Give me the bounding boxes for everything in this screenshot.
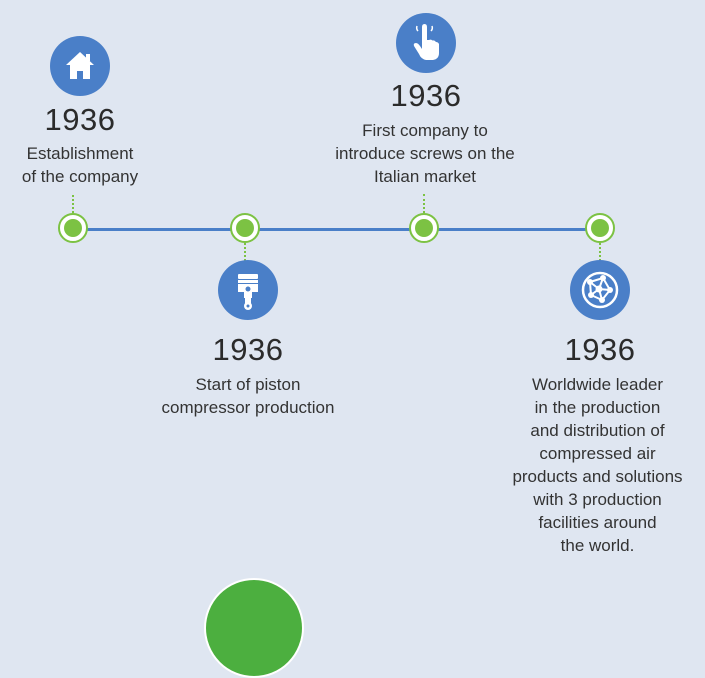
- timeline-diagram: 1936 Establishment of the company 1936 S…: [0, 13, 705, 678]
- timeline-node: [585, 213, 615, 243]
- description-line: and distribution of: [530, 421, 665, 440]
- milestone-2-description: Start of piston compressor production: [140, 373, 356, 419]
- description-line: facilities around: [538, 513, 657, 532]
- connector: [423, 194, 425, 213]
- globe-network-icon: [570, 260, 630, 320]
- milestone-4-description: Worldwide leader in the production and d…: [490, 373, 705, 557]
- connector: [599, 243, 601, 261]
- piston-icon: [218, 260, 278, 320]
- description-line: First company to: [362, 121, 488, 140]
- description-line: Italian market: [373, 167, 477, 186]
- description-line: the world.: [560, 536, 635, 555]
- milestone-1-description: Establishment of the company: [0, 142, 160, 188]
- node-dot: [415, 219, 433, 237]
- milestone-1-year: 1936: [44, 102, 116, 137]
- node-dot: [591, 219, 609, 237]
- timeline-line: [75, 228, 600, 231]
- description-line: Establishment: [26, 144, 134, 163]
- description-line: of the company: [21, 167, 139, 186]
- green-globe-icon: [204, 578, 304, 678]
- timeline-node: [230, 213, 260, 243]
- description-line: Start of piston: [195, 375, 301, 394]
- description-line: Worldwide leader: [531, 375, 664, 394]
- description-line: compressed air: [539, 444, 656, 463]
- milestone-4-year: 1936: [564, 332, 636, 367]
- timeline-node: [58, 213, 88, 243]
- connector: [72, 195, 74, 213]
- description-line: introduce screws on the: [335, 144, 515, 163]
- description-line: with 3 production: [533, 490, 662, 509]
- pointing-hand-icon: [396, 13, 456, 73]
- timeline-node: [409, 213, 439, 243]
- description-line: compressor production: [161, 398, 335, 417]
- connector: [244, 243, 246, 261]
- node-dot: [64, 219, 82, 237]
- node-dot: [236, 219, 254, 237]
- milestone-3-description: First company to introduce screws on the…: [300, 119, 550, 188]
- description-line: products and solutions: [512, 467, 683, 486]
- description-line: in the production: [534, 398, 661, 417]
- milestone-3-year: 1936: [390, 78, 462, 113]
- milestone-2-year: 1936: [212, 332, 284, 367]
- house-icon: [50, 36, 110, 96]
